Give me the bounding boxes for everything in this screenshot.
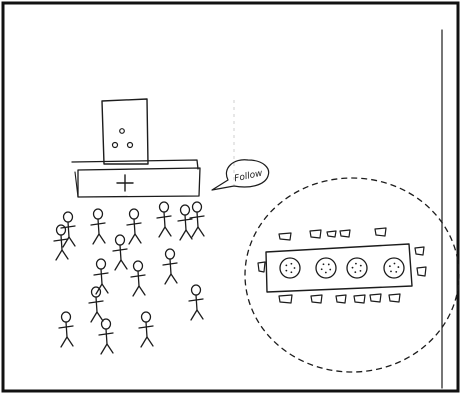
- stick-figure: [127, 209, 141, 244]
- stick-figure: [131, 261, 145, 296]
- stick-figure: [59, 312, 73, 347]
- fellowship-circle: [245, 178, 459, 372]
- chair: [370, 294, 381, 302]
- dining-table: [266, 244, 412, 292]
- stick-figure: [178, 205, 192, 240]
- stick-figure: [163, 249, 177, 284]
- dinner-plate: [280, 258, 300, 278]
- chair: [279, 233, 291, 240]
- stick-figure: [113, 235, 127, 270]
- frame-border: [3, 3, 458, 391]
- chair: [415, 247, 424, 255]
- stick-figure: [94, 259, 108, 294]
- chair: [389, 294, 400, 302]
- chair: [327, 231, 336, 237]
- stick-figure: [189, 285, 203, 320]
- chair: [311, 295, 322, 303]
- stick-figure: [61, 212, 75, 247]
- dinner-plate: [384, 258, 404, 278]
- follow-speech-bubble: Follow: [212, 160, 269, 190]
- stick-figure: [99, 319, 113, 354]
- pulpit-with-cross: [72, 160, 200, 197]
- dinner-plate: [347, 258, 367, 278]
- speech-bubble-label: Follow: [233, 169, 264, 185]
- stick-figure: [157, 202, 171, 237]
- stick-figure: [91, 209, 105, 244]
- stick-figure: [139, 312, 153, 347]
- chair: [336, 295, 346, 303]
- altar-cabinet: [102, 99, 148, 164]
- chair: [354, 295, 365, 303]
- chair: [417, 267, 426, 276]
- chair: [310, 230, 321, 238]
- chair: [375, 228, 386, 236]
- congregation-group: [54, 202, 204, 354]
- chair: [258, 262, 265, 272]
- chair: [340, 230, 350, 237]
- chair: [279, 295, 292, 303]
- plate-group: [280, 258, 404, 278]
- dinner-plate: [316, 258, 336, 278]
- stick-figure: [89, 287, 103, 322]
